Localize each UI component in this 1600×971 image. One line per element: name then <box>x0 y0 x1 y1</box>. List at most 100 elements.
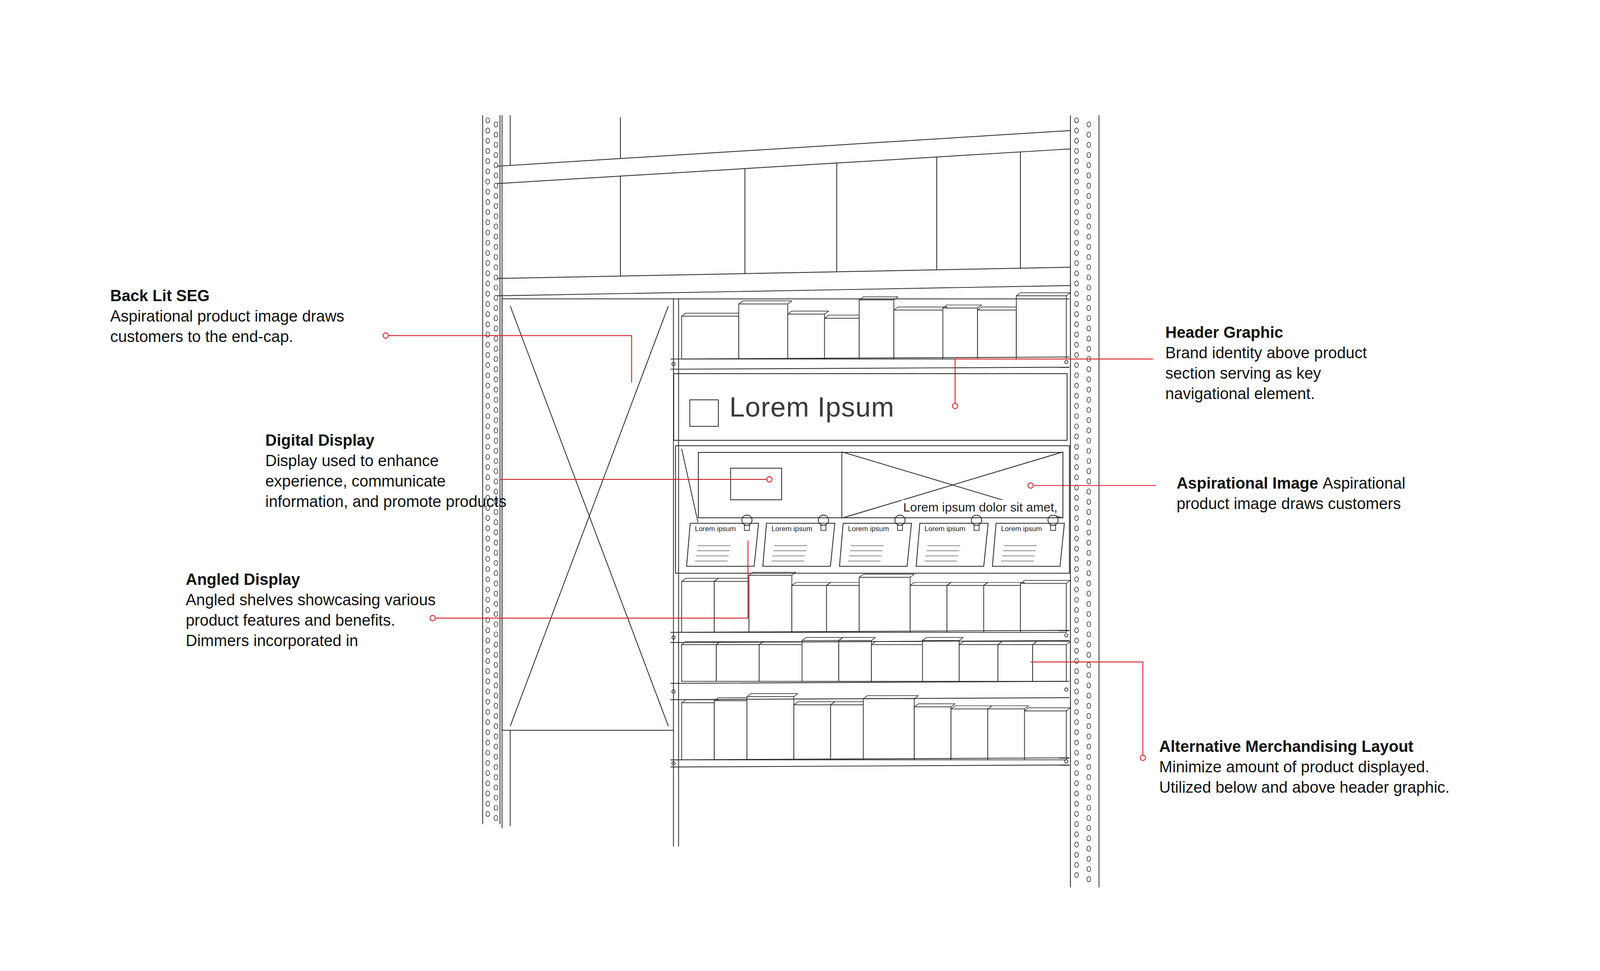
product-box <box>914 707 951 760</box>
upright-hole <box>1074 740 1079 745</box>
upright-hole <box>1074 770 1079 776</box>
product-box-top <box>914 703 955 707</box>
product-box <box>824 318 860 360</box>
shelf-bracket <box>671 762 675 766</box>
callout: Angled DisplayAngled shelves showcasing … <box>185 569 449 652</box>
upright-hole <box>1074 678 1079 684</box>
upright-hole <box>1074 342 1079 348</box>
upright-hole <box>1087 682 1091 688</box>
upright-hole <box>1074 403 1079 409</box>
upright-hole <box>1074 393 1079 399</box>
upright-hole <box>485 689 490 695</box>
card-outline <box>686 523 759 567</box>
product-box <box>977 310 1017 360</box>
upright-hole <box>1087 122 1091 128</box>
upright-hole <box>1087 591 1091 597</box>
product-box <box>747 696 795 760</box>
upright-hole <box>494 458 498 464</box>
product-box <box>950 709 988 760</box>
upright-hole <box>485 158 490 164</box>
seg-panel <box>502 298 674 731</box>
upright-hole <box>1074 760 1079 766</box>
upright-hole <box>1087 805 1091 811</box>
upright-hole <box>1087 795 1091 801</box>
product-box <box>802 640 839 682</box>
upright-hole <box>1087 530 1091 535</box>
upright-hole <box>494 468 498 474</box>
upright-hole <box>1074 138 1079 144</box>
upright-hole <box>1074 658 1079 664</box>
shelf-bracket <box>1064 760 1068 764</box>
product-box <box>793 705 831 760</box>
card-fine-print <box>924 560 958 562</box>
upright-hole <box>485 627 490 633</box>
product-box <box>1016 295 1067 360</box>
shelf-bracket <box>1064 687 1068 692</box>
upright-hole <box>494 591 498 597</box>
card-fine-print <box>695 555 729 557</box>
product-box <box>830 705 863 760</box>
upright-hole <box>494 223 498 229</box>
upright-hole <box>485 587 490 593</box>
upright-hole <box>1074 281 1079 287</box>
upright-hole <box>1074 515 1079 521</box>
product-box-top <box>942 305 982 308</box>
upright-hole <box>494 550 498 556</box>
upright-hole <box>494 713 498 719</box>
upright-hole <box>485 719 490 725</box>
product-box <box>1024 711 1067 761</box>
upright-hole <box>1087 407 1091 413</box>
seg-image-cross <box>510 306 669 727</box>
product-box <box>787 314 825 360</box>
upright-hole <box>1087 570 1091 576</box>
upright-hole <box>494 366 498 372</box>
shelf-bracket <box>671 362 675 366</box>
leader-dot <box>766 476 773 483</box>
light-bulb-base <box>820 525 826 531</box>
product-box-top <box>947 582 988 586</box>
fixture-drawing <box>482 115 1099 888</box>
upright-hole <box>1087 672 1091 678</box>
upright-edge <box>499 115 501 825</box>
card-label: Lorem ipsum <box>695 525 736 534</box>
upright-hole <box>494 520 498 525</box>
upright-hole <box>1074 168 1079 174</box>
upright-hole <box>485 434 490 440</box>
light-bulb-base <box>744 525 750 531</box>
upright-hole <box>1074 709 1079 715</box>
upright-hole <box>485 556 490 562</box>
product-box <box>749 575 793 633</box>
upright-hole <box>1087 336 1091 342</box>
upright-hole <box>485 423 490 429</box>
image-cross <box>841 452 1063 519</box>
card-fine-print <box>850 545 884 546</box>
upright-hole <box>485 352 490 358</box>
upright-hole <box>485 240 490 246</box>
upright-hole <box>494 325 498 331</box>
upright-hole <box>494 642 498 648</box>
angled-display-card: Lorem ipsum <box>915 522 989 568</box>
upright-hole <box>1087 305 1091 311</box>
upright-hole <box>494 234 498 240</box>
upright-hole <box>1087 325 1091 331</box>
product-box <box>859 577 910 633</box>
callout-heading: Header Graphic <box>1165 322 1383 343</box>
upright-hole <box>485 117 490 123</box>
product-box-top <box>681 700 719 703</box>
upright-hole <box>485 220 490 225</box>
callout-description: Angled shelves showcasing various produc… <box>185 590 449 652</box>
top-panel-divider <box>744 168 746 274</box>
upright-hole <box>494 244 498 250</box>
light-bulb <box>741 515 752 526</box>
angled-display-card: Lorem ipsum <box>838 522 913 568</box>
shelf-edge <box>670 757 1070 760</box>
product-box <box>759 644 803 682</box>
leader-dot <box>430 615 436 621</box>
upright-hole <box>485 270 490 276</box>
upright-hole <box>1074 780 1079 786</box>
upright-hole <box>485 485 490 490</box>
upright-hole <box>1074 852 1079 858</box>
upright-hole <box>494 560 498 566</box>
upright-edge <box>1070 115 1071 888</box>
leader-line <box>388 335 632 383</box>
